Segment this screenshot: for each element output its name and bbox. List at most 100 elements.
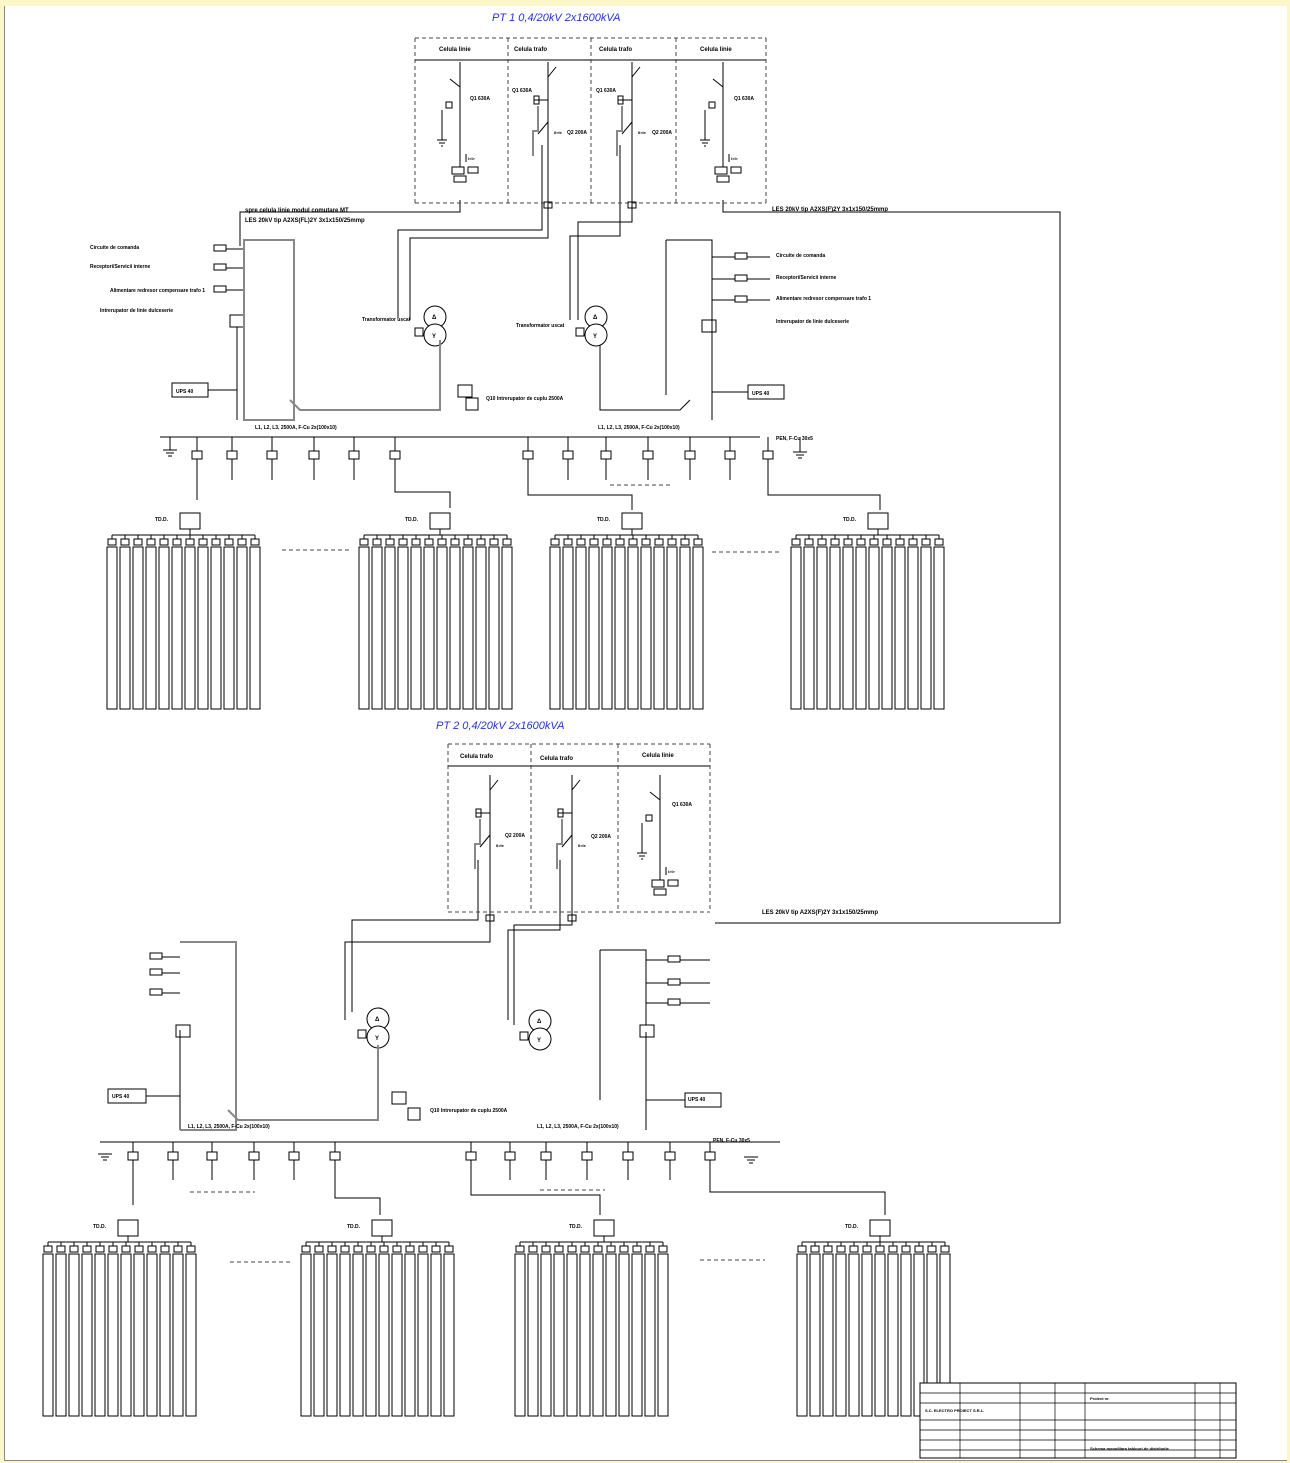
pt1-line-cable-left: LES 20kV tip A2XS(FL)2Y 3x1x150/25mmp: [245, 218, 365, 224]
ctrl-breaker-right: [701, 319, 717, 333]
cable-head: [653, 888, 667, 896]
ctrl-fuse: [667, 978, 681, 986]
pt1-dist-1-cb: [237, 538, 247, 546]
pt2-outgoing-fuse: [127, 1151, 139, 1161]
db-box: [651, 879, 665, 888]
pt2-line-cable: LES 20kV tip A2XS(F)2Y 3x1x150/25mmp: [762, 910, 878, 916]
gray-cable: [532, 106, 539, 156]
pt1-dist-4-cb: [856, 538, 866, 546]
pt1-dist-3-cable: [692, 546, 704, 710]
pt2-earth-right: [744, 1156, 758, 1164]
pt2-dist-1-cable: [159, 1253, 171, 1417]
pt2-panel-right: [600, 949, 647, 1100]
pt2-dist-2-cb: [366, 1245, 376, 1253]
ct-label: I>I>: [731, 156, 739, 161]
outgoing-fuse: [266, 450, 278, 460]
pt1-dist-1-cable: [171, 546, 183, 710]
earth-symbol: [637, 823, 647, 860]
pt1-dist-3-box: [621, 512, 643, 530]
pt1-dist-1-cb: [133, 538, 143, 546]
pt1-dist-4-cable: [933, 546, 945, 710]
pt1-cell-3-label: Celula trafo: [599, 47, 632, 53]
pt2-dist-3-cb: [593, 1245, 603, 1253]
pt1-tr2-sensor: [575, 327, 585, 337]
pt1-ctrl-3: Alimentare redresor compensare trafo 1: [110, 288, 205, 294]
pt1-dist-1-cable: [210, 546, 222, 710]
pt2-tr2-star: Y: [537, 1038, 541, 1044]
ctrl-fuse: [213, 244, 227, 252]
pt1-dist-3-cable: [614, 546, 626, 710]
pt2-dist-2-cable: [378, 1253, 390, 1417]
pt2-outgoing-fuse: [288, 1151, 300, 1161]
pt2-gray-neutral: [227, 1045, 379, 1121]
pt2-dist-1-cable: [55, 1253, 67, 1417]
pt1-dist-3-cable: [562, 546, 574, 710]
pt2-dist-3-cb: [606, 1245, 616, 1253]
title-block-drawing: Schema monofilara tablouri de distributi…: [1090, 1446, 1170, 1451]
pt1-dist-4-cable: [816, 546, 828, 710]
pt1-dist-2-box: [429, 512, 451, 530]
pt2-dist-3-cb: [645, 1245, 655, 1253]
ctrl-fuse: [667, 998, 681, 1006]
pt1-tr2-delta: Δ: [593, 315, 598, 321]
ctrl-fuse: [149, 968, 163, 976]
cable-pt2-2: [513, 915, 573, 1025]
cable-trafo2: [577, 210, 633, 320]
pt2-dist-4-cable: [822, 1253, 834, 1417]
pt1-dist-2-cb: [476, 538, 486, 546]
pt1-dist-2-cable: [501, 546, 513, 710]
pt1-dist-3-cable: [666, 546, 678, 710]
pt2-feed-c: [470, 1180, 601, 1215]
pt2-cell-1-label: Celula trafo: [460, 754, 493, 760]
outgoing-fuse: [724, 450, 736, 460]
pt2-dist-2-cb: [405, 1245, 415, 1253]
feed-b: [394, 480, 451, 508]
pt2-coupler-box: [391, 1091, 407, 1105]
pt2-outgoing-fuse: [664, 1151, 676, 1161]
gray-cable: [616, 106, 623, 156]
pt1-dist-1-cb: [224, 538, 234, 546]
title-block-project: Proiect nr.: [1090, 1396, 1110, 1401]
pt1-dist-1-cable: [119, 546, 131, 710]
pt2-dist-4-cb: [927, 1245, 937, 1253]
pt1-dist-1-cable: [223, 546, 235, 710]
pt2-dist-4-cable: [835, 1253, 847, 1417]
pt2-dist-2-box: [371, 1219, 393, 1237]
pt1-dist-3-cable: [627, 546, 639, 710]
pt1-dist-3-cb: [693, 538, 703, 546]
switch-blade-2: [621, 121, 633, 135]
pt2-dist-1-cable: [42, 1253, 54, 1417]
ct-label: II>Ie: [578, 843, 587, 848]
pt2-dist-1-cable: [120, 1253, 132, 1417]
cable-head: [453, 175, 467, 183]
pt2-dist-3-box: [593, 1219, 615, 1237]
cable-ring: [715, 200, 1061, 924]
pt1-dist-1-cable: [197, 546, 209, 710]
ct-label: I>I>: [668, 869, 676, 874]
pt2-dist-2-cb: [392, 1245, 402, 1253]
pt2-dist-3-cable: [644, 1253, 656, 1417]
pt1-dist-4-cb: [830, 538, 840, 546]
pt1-dist-4-cable: [907, 546, 919, 710]
pt1-dist-2-cable: [462, 546, 474, 710]
pt2-dist-4-cb: [875, 1245, 885, 1253]
title-block-company: S.C. ELECTRO PROIECT S.R.L.: [925, 1408, 984, 1413]
pt1-dist-1-cable: [132, 546, 144, 710]
ctrl-fuse: [149, 952, 163, 960]
feed-d: [767, 480, 881, 510]
pt1-transformer-2: Transformator uscat: [516, 323, 565, 329]
pt1-dist-2-cb: [450, 538, 460, 546]
pt2-dist-3-cable: [514, 1253, 526, 1417]
pt1-dist-3-cable: [549, 546, 561, 710]
pt1-dist-3-cb: [589, 538, 599, 546]
pt2-dist-1-cb: [82, 1245, 92, 1253]
cable-left-hv: [239, 200, 461, 246]
cable-head: [543, 201, 553, 209]
pt1-q1-line-2: Q1 630A: [734, 96, 754, 102]
pt2-dist-3-cb: [632, 1245, 642, 1253]
pt1-dist-2-cable: [436, 546, 448, 710]
pt2-outgoing-fuse: [248, 1151, 260, 1161]
cable-pt2-1: [344, 915, 491, 1020]
outgoing-fuse: [562, 450, 574, 460]
